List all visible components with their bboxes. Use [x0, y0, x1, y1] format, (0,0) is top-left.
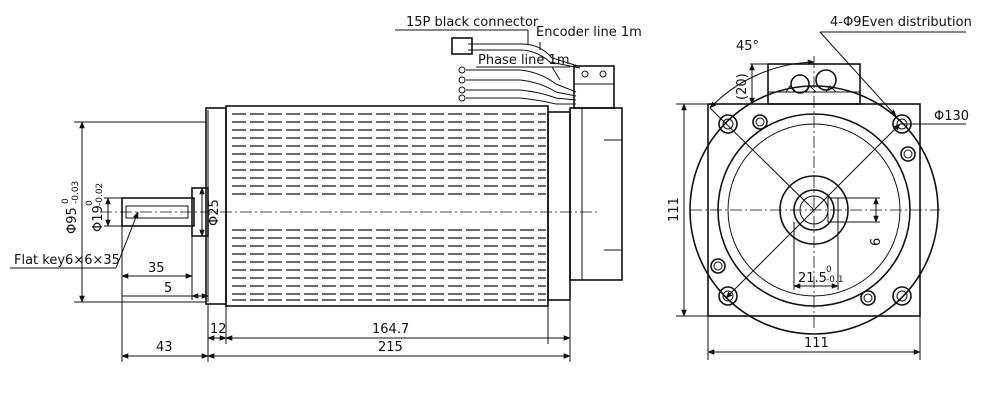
dim-21-5: 21.5 — [798, 271, 827, 286]
dim-215: 215 — [378, 340, 403, 355]
encoder-housing — [569, 107, 623, 281]
motor-body — [225, 105, 549, 307]
dim-6: 6 — [869, 238, 884, 246]
label-phase-line: Phase line 1m — [478, 53, 569, 68]
tol-95-top: 0 — [61, 198, 71, 204]
label-angle: 45° — [736, 39, 759, 54]
tol-21-5-bottom: -0.1 — [826, 275, 844, 285]
dim-19: Φ19 — [91, 205, 106, 232]
label-flat-key: Flat key6×6×35 — [14, 253, 120, 268]
rear-section — [547, 111, 571, 301]
cooling-fins — [232, 113, 546, 301]
dim-111-side: 111 — [667, 197, 682, 222]
dim-line-130 — [725, 123, 901, 299]
cables — [451, 37, 581, 105]
dim-35: 35 — [148, 261, 165, 276]
front-view: 45° (20) 4-Φ9Even distribution Φ130 111 … — [667, 15, 972, 360]
dim-43: 43 — [156, 340, 173, 355]
tol-95-bottom: -0.03 — [71, 181, 81, 204]
black-connector — [451, 37, 473, 55]
dim-164-7: 164.7 — [372, 322, 409, 337]
dim-111-bottom: 111 — [804, 336, 829, 351]
label-connector: 15P black connector — [406, 15, 539, 30]
dim-5: 5 — [164, 281, 172, 296]
label-holes: 4-Φ9Even distribution — [830, 15, 972, 30]
dim-20: (20) — [735, 73, 750, 100]
tol-19-bottom: -0.02 — [95, 183, 105, 206]
tol-19-top: 0 — [85, 200, 95, 206]
dim-95: Φ95 — [65, 207, 80, 234]
dim-130: Φ130 — [934, 109, 969, 124]
angle-arc — [709, 59, 815, 109]
dim-25: Φ25 — [207, 199, 222, 226]
label-encoder-line: Encoder line 1m — [536, 25, 642, 40]
connector-block — [573, 65, 615, 109]
dim-12: 12 — [210, 322, 227, 337]
side-view: 15P black connector Encoder line 1m Phas… — [10, 15, 642, 362]
tol-21-5-top: 0 — [826, 265, 832, 275]
